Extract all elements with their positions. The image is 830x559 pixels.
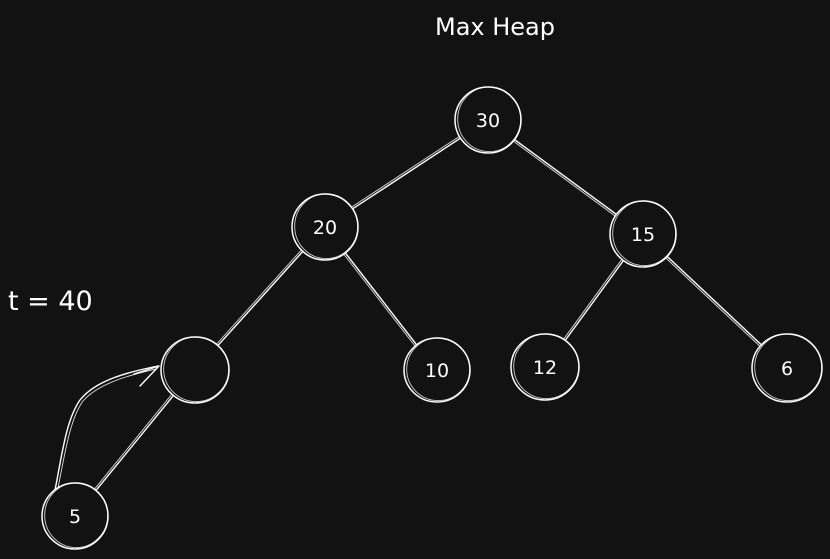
node-circle-sketch [406, 337, 471, 402]
heap-node-n6: 6 [751, 333, 823, 403]
node-circle-sketch [457, 86, 522, 153]
heap-node-n30: 30 [454, 86, 522, 154]
edge-n15-n12 [563, 259, 624, 341]
edge-n20-n10 [343, 253, 417, 346]
nodes-layer: 30 20 15 10 12 6 5 [41, 86, 823, 550]
arrowhead [133, 365, 160, 387]
node-circle-sketch [294, 193, 359, 260]
heap-node-n20: 20 [291, 193, 359, 261]
side-label: t = 40 [8, 286, 93, 317]
heap-node-n10: 10 [403, 337, 471, 403]
node-label: 20 [313, 217, 337, 239]
heap-node-n12: 12 [510, 333, 580, 401]
edge-n15-n6 [666, 256, 762, 347]
heap-node-nEmpty [160, 336, 230, 404]
node-circle-sketch [754, 333, 823, 402]
node-label: 10 [425, 360, 449, 382]
node-circle-sketch [612, 200, 677, 267]
arrow-n5-nEmpty [54, 365, 160, 491]
heap-node-n5: 5 [41, 482, 109, 550]
edge-n20-nEmpty [216, 250, 303, 346]
edge-n30-n20 [351, 136, 461, 210]
node-circle-sketch [163, 336, 230, 403]
edge-n30-n15 [513, 139, 617, 216]
edges-layer [94, 136, 762, 491]
diagram-title: Max Heap [435, 13, 555, 41]
heap-node-n15: 15 [609, 200, 677, 268]
node-label: 30 [476, 110, 500, 132]
node-label: 6 [781, 358, 793, 380]
node-label: 15 [631, 224, 655, 246]
node-label: 5 [69, 506, 81, 528]
arrows-layer [54, 365, 160, 491]
edge-nEmpty-n5 [94, 394, 174, 491]
node-label: 12 [533, 357, 557, 379]
node-circle-sketch [513, 333, 580, 400]
node-circle-sketch [44, 482, 109, 549]
